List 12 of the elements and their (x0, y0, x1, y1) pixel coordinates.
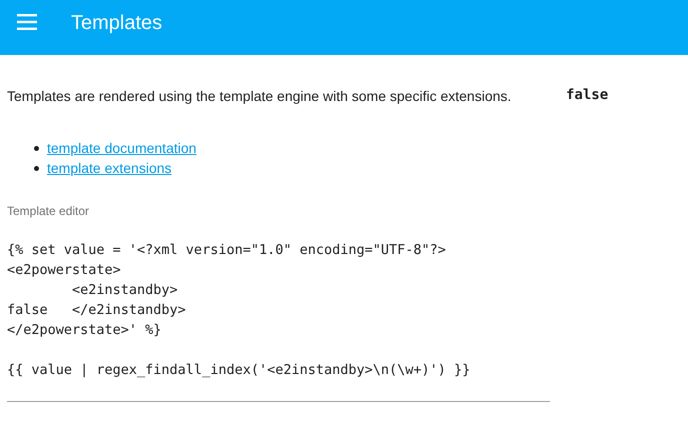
code-line: <e2instandby> (71, 282, 178, 298)
code-line: false </e2instandby> (7, 302, 186, 318)
code-line: {% set value = '<?xml version="1.0" encoding="UTF-8"?> (7, 242, 446, 258)
code-line: {{ value | regex_findall_index('<e2instandby>\n(\w+)') }} (7, 362, 470, 378)
result-text: false (566, 87, 608, 103)
code-line: </e2powerstate>' %} (7, 322, 162, 338)
code-line: <e2powerstate> (7, 262, 121, 278)
documentation-link: template documentation (47, 140, 196, 156)
extensions-link: template extensions (47, 160, 172, 176)
description-text: Templates are rendered using the template engine with some specific extensions. (7, 87, 512, 106)
page-title: Templates (71, 12, 162, 35)
editor-label: Template editor (7, 204, 90, 218)
